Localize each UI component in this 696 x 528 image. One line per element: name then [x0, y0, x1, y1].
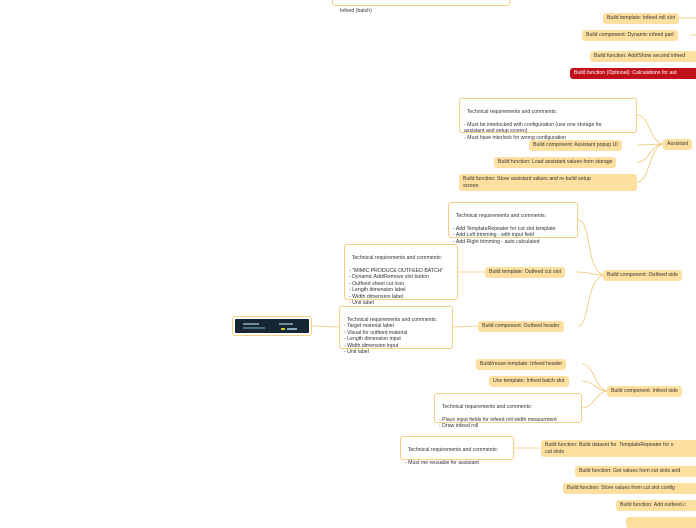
connector [311, 325, 340, 328]
node-label: Build function: Store assistant values a… [463, 176, 591, 189]
infeed-side-comments-box: Technical requirements and comments: - P… [434, 393, 582, 429]
node-build-function-add-show-second-infeed[interactable]: Build function: Add/Show second infeed [590, 51, 696, 62]
node-text: Technical requirements and comments: - P… [439, 403, 557, 430]
connector [452, 325, 481, 328]
node-label: Build component: Infeed side [611, 388, 678, 395]
node-label: Build function: Add/Show second infeed [594, 53, 686, 60]
node-build-function-get-values[interactable]: Build function: Get values from cut slot… [575, 466, 696, 477]
node-build-component-dynamic-infeed-part[interactable]: Build component: Dynamic infeed part [582, 30, 678, 41]
connector [636, 114, 665, 145]
connector [577, 274, 605, 327]
hmi-screenshot-thumbnail [235, 319, 309, 333]
node-build-component-outfeed-side[interactable]: Build component: Outfeed side [603, 270, 682, 281]
connector [636, 143, 665, 183]
node-build-function-build-dataset[interactable]: Build function: Build dataset for Templa… [541, 440, 696, 457]
node-build-component-outfeed-header[interactable]: Build component: Outfeed header [478, 321, 564, 332]
connector [581, 380, 609, 392]
node-build-function-store-values[interactable]: Build function: Store values from cut sl… [563, 483, 696, 494]
outfeed-side-comments-box: Technical requirements and comments: - A… [448, 202, 578, 245]
node-use-template-infeed-batch-slot[interactable]: Use template: Infeed batch slot [489, 376, 569, 387]
node-build-component-assistant-popup[interactable]: Build component: Assistant popup UI [529, 140, 622, 151]
node-text: Technical requirements and comments: - T… [344, 316, 438, 356]
node-text: Infeed (batch) [339, 7, 372, 14]
outfeed-header-comments-box: Technical requirements and comments: - T… [339, 306, 453, 355]
node-label: Build function: Build dataset for Templa… [545, 442, 674, 455]
connector [581, 390, 609, 409]
node-label: Use template: Infeed batch slot [493, 378, 565, 385]
node-build-function-add-outfeed[interactable]: Build function: Add outfeed c [616, 500, 696, 511]
node-label: Build template: Infeed roll slot [607, 15, 676, 22]
node-assistant[interactable]: Assistant [663, 139, 693, 150]
node-label: Build/reuse template: Infeed header [480, 361, 563, 368]
node-label: Build function (Optional): Calculations … [574, 70, 677, 77]
root-screenshot-node[interactable] [232, 316, 312, 336]
connector [575, 271, 605, 276]
node-label: Assistant [667, 141, 689, 148]
infeed-batch-comments-box: Infeed (batch) [332, 0, 510, 14]
node-label: Build function: Get values from cut slot… [579, 468, 681, 475]
node-build-template-infeed-roll-slot[interactable]: Build template: Infeed roll slot [603, 13, 680, 24]
node-build-reuse-template-infeed-header[interactable]: Build/reuse template: Infeed header [476, 359, 567, 370]
node-text: Technical requirements and comments: - M… [405, 446, 499, 466]
node-text: Technical requirements and comments: - A… [453, 212, 556, 245]
node-label: Build component: Assistant popup UI [533, 142, 618, 149]
node-partial-bottom[interactable] [626, 517, 696, 528]
node-label: Build function: Load assistant values fr… [498, 159, 613, 166]
outfeed-cut-slot-comments-box: Technical requirements and comments: - "… [344, 244, 458, 306]
node-build-template-outfeed-cut-slot[interactable]: Build template: Outfeed cut slot [485, 267, 566, 278]
node-build-function-load-assistant-values[interactable]: Build function: Load assistant values fr… [494, 157, 617, 168]
node-text: Technical requirements and comments: - "… [349, 254, 444, 307]
node-build-function-optional-calculations[interactable]: Build function (Optional): Calculations … [570, 68, 696, 79]
connector [577, 219, 605, 276]
node-build-component-infeed-side[interactable]: Build component: Infeed side [607, 386, 682, 397]
node-label: Build function: Store values from cut sl… [567, 485, 675, 492]
connector [636, 143, 665, 163]
connector [581, 363, 609, 392]
node-label: Build component: Outfeed side [607, 272, 678, 279]
dataset-comments-box: Technical requirements and comments: - M… [400, 436, 514, 466]
node-label: Build template: Outfeed cut slot [489, 269, 562, 276]
connector [636, 143, 665, 146]
node-build-function-store-assistant-values[interactable]: Build function: Store assistant values a… [459, 174, 637, 191]
node-label: Build component: Dynamic infeed part [586, 32, 674, 39]
node-label: Build component: Outfeed header [482, 323, 560, 330]
node-label: Build function: Add outfeed c [620, 502, 686, 509]
node-text: Technical requirements and comments: - M… [464, 108, 602, 141]
assistant-comments-box: Technical requirements and comments: - M… [459, 98, 637, 141]
